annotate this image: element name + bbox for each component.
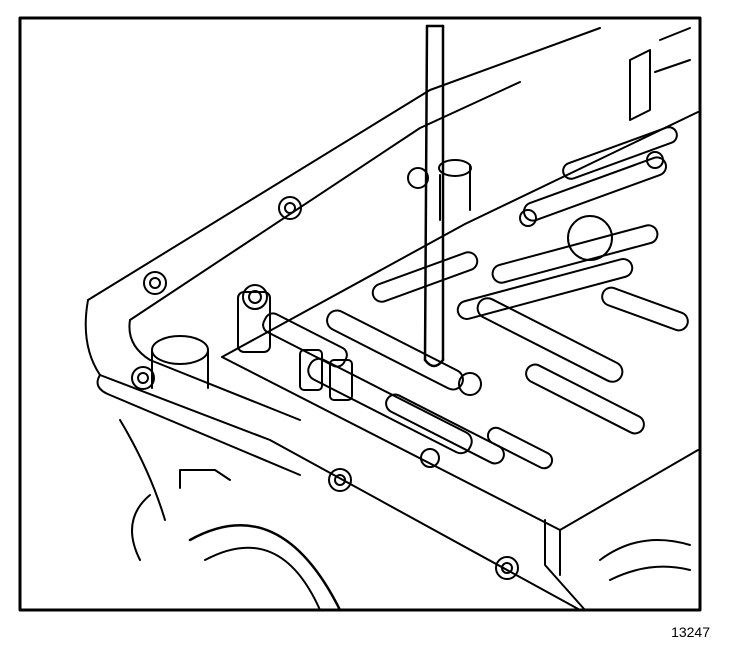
figure-frame xyxy=(18,16,702,612)
bolt-holes xyxy=(131,151,664,580)
channel-plate xyxy=(221,111,699,611)
lower-housing xyxy=(119,419,691,612)
corner-bracket xyxy=(629,27,691,121)
tool-rod xyxy=(423,24,445,368)
cylinder-bore xyxy=(151,159,472,389)
figure-number: 13247 xyxy=(671,624,710,640)
case-flange xyxy=(84,27,601,611)
fluid-passages xyxy=(262,126,689,470)
